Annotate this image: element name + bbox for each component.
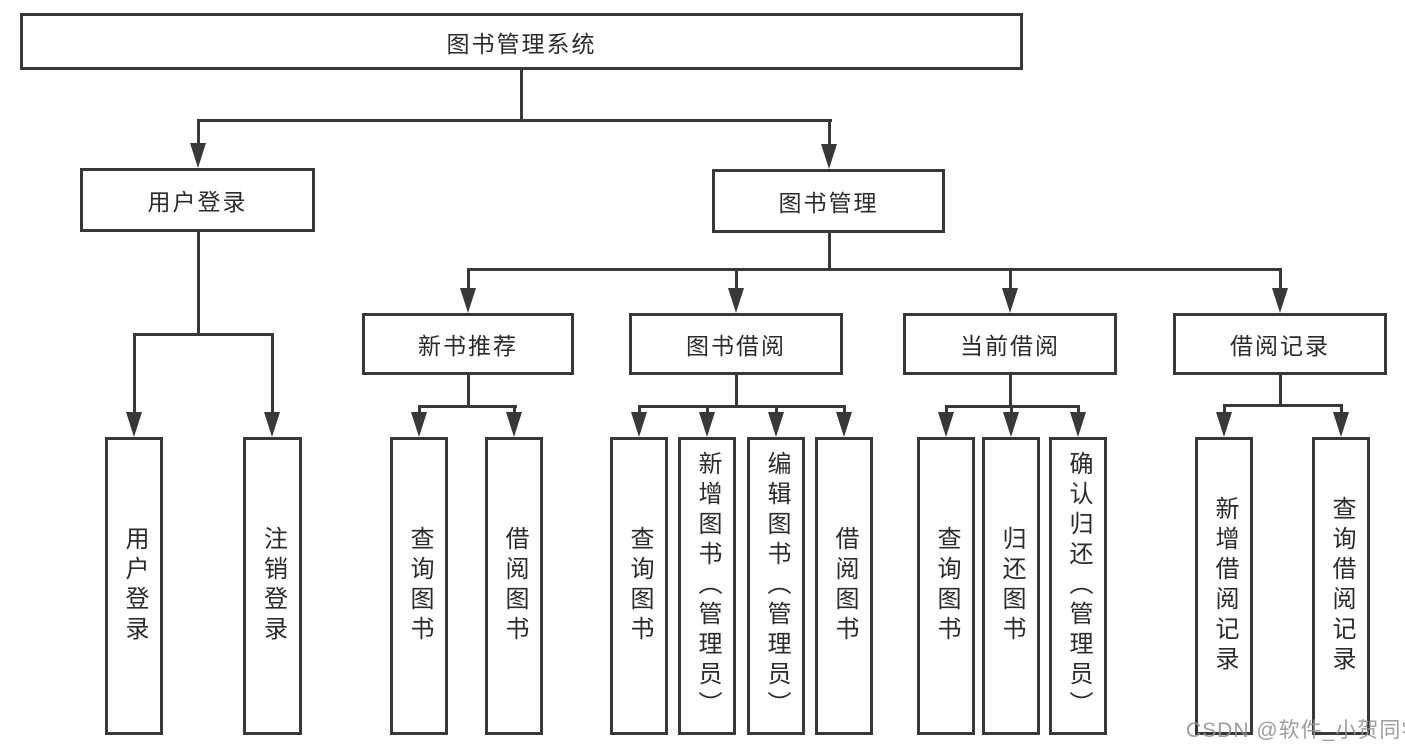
node-label: 借阅记录 (1230, 333, 1330, 359)
node-root-library-system: 图书管理系统 (20, 13, 1023, 70)
connector-drop-leaf (706, 405, 709, 415)
arrowhead-down-icon (1216, 412, 1232, 437)
arrowhead-down-icon (1272, 288, 1288, 313)
leaf-label: 查询图书 (406, 526, 433, 646)
node-new-book-recommend: 新书推荐 (362, 313, 574, 375)
node-label: 图书管理系统 (446, 30, 597, 57)
connector-drop-leaf (1077, 405, 1080, 415)
connector-records-stem (1279, 375, 1282, 407)
leaf-label: 归还图书 (998, 526, 1025, 646)
node-user-login: 用户登录 (80, 168, 315, 232)
arrowhead-down-icon (1070, 412, 1086, 437)
node-label: 当前借阅 (960, 333, 1060, 359)
leaf-label: 用户登录 (121, 526, 148, 646)
connector-drop-user-login (197, 119, 200, 151)
arrowhead-down-icon (1002, 288, 1018, 313)
node-label: 用户登录 (147, 189, 248, 215)
connector-drop-leaf (133, 333, 136, 415)
leaf-query-books-recommend: 查询图书 (390, 437, 448, 735)
connector-drop-records (1279, 268, 1282, 291)
connector-borrowing-bar (638, 405, 846, 408)
connector-bookmgmt-bar (467, 268, 1281, 271)
arrowhead-down-icon (264, 412, 280, 437)
connector-drop-leaf (1010, 405, 1013, 415)
node-current-borrowing: 当前借阅 (903, 313, 1117, 375)
connector-bookmgmt-stem (828, 233, 831, 271)
leaf-label: 注销登录 (259, 526, 287, 646)
connector-drop-borrowing (735, 268, 738, 291)
connector-current-stem (1009, 375, 1012, 408)
leaf-return-books: 归还图书 (982, 437, 1040, 735)
node-borrowing-records: 借阅记录 (1173, 313, 1387, 375)
connector-userlogin-stem (197, 232, 200, 336)
leaf-add-books-admin: 新增图书（管理员） (678, 437, 736, 735)
leaf-query-books-borrowing: 查询图书 (610, 437, 668, 735)
leaf-label: 新增图书（管理员） (694, 451, 721, 721)
leaf-label: 新增借阅记录 (1211, 496, 1238, 676)
leaf-query-borrow-record: 查询借阅记录 (1312, 437, 1370, 735)
arrowhead-down-icon (126, 412, 142, 437)
csdn-watermark: CSDN @软件_小贺同学 (1186, 719, 1405, 742)
leaf-label: 查询借阅记录 (1328, 496, 1355, 676)
connector-drop-leaf (638, 405, 641, 415)
connector-userlogin-bar (133, 333, 274, 336)
leaf-add-borrow-record: 新增借阅记录 (1195, 437, 1253, 735)
leaf-label: 编辑图书（管理员） (763, 451, 790, 721)
connector-newbook-stem (467, 375, 470, 408)
leaf-confirm-return-admin: 确认归还（管理员） (1049, 437, 1107, 735)
leaf-label: 借阅图书 (501, 526, 528, 646)
arrowhead-down-icon (836, 412, 852, 437)
arrowhead-down-icon (1333, 412, 1349, 437)
leaf-label: 查询图书 (933, 526, 960, 646)
leaf-borrow-books: 借阅图书 (815, 437, 873, 735)
connector-newbook-bar (418, 405, 517, 408)
leaf-label: 借阅图书 (831, 526, 858, 646)
node-label: 图书借阅 (686, 333, 786, 359)
connector-drop-leaf (1340, 404, 1343, 414)
arrowhead-down-icon (728, 288, 744, 313)
arrowhead-down-icon (768, 412, 784, 437)
arrowhead-down-icon (1003, 412, 1019, 437)
arrowhead-down-icon (411, 412, 427, 437)
node-book-management: 图书管理 (712, 169, 945, 233)
connector-drop-leaf (271, 333, 274, 415)
connector-drop-book-management (828, 119, 831, 151)
arrowhead-down-icon (506, 412, 522, 437)
connector-drop-leaf (513, 405, 516, 415)
node-label: 新书推荐 (418, 333, 518, 359)
connector-drop-leaf (1223, 404, 1226, 414)
node-book-borrowing: 图书借阅 (629, 313, 843, 375)
connector-borrowing-stem (735, 375, 738, 408)
leaf-query-books-current: 查询图书 (917, 437, 975, 735)
leaf-label: 确认归还（管理员） (1065, 451, 1092, 721)
leaf-logout: 注销登录 (243, 437, 302, 735)
connector-root-stem (520, 70, 523, 121)
arrowhead-down-icon (460, 288, 476, 313)
connector-drop-leaf (945, 405, 948, 415)
connector-drop-leaf (418, 405, 421, 415)
node-label: 图书管理 (778, 190, 879, 216)
arrowhead-down-icon (190, 143, 206, 168)
connector-drop-current (1009, 268, 1012, 291)
connector-drop-leaf (775, 405, 778, 415)
arrowhead-down-icon (821, 144, 837, 169)
leaf-borrow-books-recommend: 借阅图书 (485, 437, 543, 735)
leaf-user-login: 用户登录 (105, 437, 163, 735)
connector-drop-leaf (843, 405, 846, 415)
leaf-edit-books-admin: 编辑图书（管理员） (747, 437, 805, 735)
arrowhead-down-icon (631, 412, 647, 437)
connector-drop-new-book (467, 268, 470, 291)
arrowhead-down-icon (699, 412, 715, 437)
leaf-label: 查询图书 (626, 526, 653, 646)
connector-records-bar (1223, 404, 1343, 407)
arrowhead-down-icon (938, 412, 954, 437)
connector-root-bar (197, 119, 832, 122)
